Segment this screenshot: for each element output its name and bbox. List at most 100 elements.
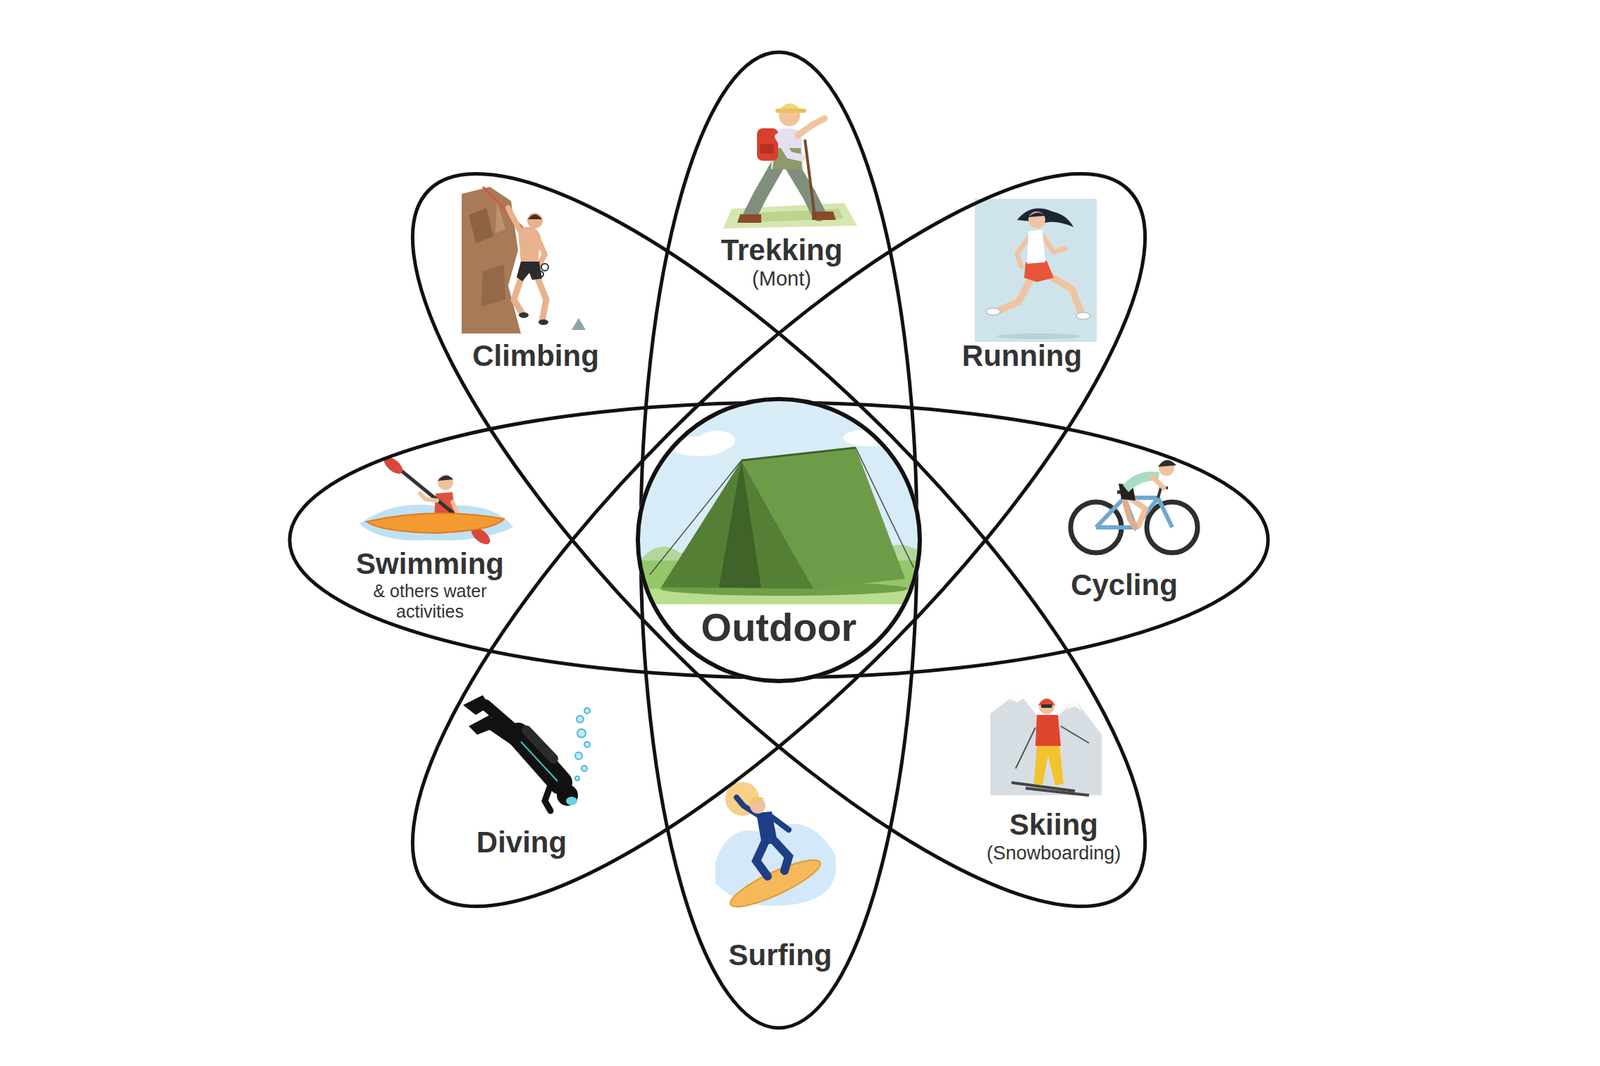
petal-title: Trekking [721,233,843,268]
climber-icon-part [518,226,541,265]
petal-title: Skiing [1009,807,1099,842]
skier-icon-part [1060,725,1089,743]
petal-title: Surfing [728,938,833,972]
kayak-icon-part [366,513,504,533]
runner-icon-part [995,333,1081,340]
skier-icon-part [1066,699,1082,711]
surfer-icon-part [774,840,789,871]
surfer-icon-part [749,796,765,805]
diver-icon-part [565,796,578,805]
skier-icon-part [1041,704,1053,708]
diver-icon-part-part [581,765,588,772]
runner-icon-part [1024,260,1054,282]
center-circle: Outdoor [635,396,922,683]
climber-icon-part [571,317,586,330]
climber-icon [461,186,586,334]
skier-icon-part [1038,698,1056,705]
climber-icon-part [468,207,494,244]
cyclist-icon-part [1124,499,1136,528]
cyclist-icon-part [1122,471,1160,492]
runner-icon-part [1042,235,1066,253]
tent-picture-part-part [698,430,736,451]
runner-icon-part [995,277,1032,312]
petal: Trekking(Mont) [721,233,843,292]
skier-icon-part [1010,692,1025,703]
skier-icon-part [1034,744,1064,786]
cyclist-icon-part [1152,476,1164,488]
runner-icon-part [974,198,1097,342]
tent-picture-part-part [718,460,762,588]
diver-icon-part-part [584,741,590,748]
runner-icon-part [1028,212,1046,218]
climber-icon-part [527,214,543,220]
petal-title: Diving [476,825,567,860]
petal: Skiing(Snowboarding) [986,807,1122,864]
cyclist-icon-part [1158,459,1177,467]
diver-icon [463,694,590,811]
surfer-icon-part [725,852,825,915]
petal: Climbing [472,339,600,373]
runner-icon-part [1045,273,1081,312]
tent-picture-part [635,396,922,605]
hiker-icon-part [749,166,777,216]
runner-icon-part [1017,208,1074,227]
hiker-icon-part [792,166,820,215]
diver-icon-part-part [576,715,584,723]
diver-icon-part-part [575,776,580,781]
surfer-icon-part [756,842,768,877]
climber-icon-part [527,212,543,229]
hiker-icon-part [775,108,807,113]
hiker-icon-part [723,202,858,229]
petal-outlines-part [320,81,1238,999]
climber-icon-part [461,186,521,334]
climber-icon-part [518,312,529,318]
hiker-icon-part [804,139,815,218]
diver-icon-part [544,780,552,811]
petal-outlines-part [320,81,1238,999]
runner-icon [974,198,1097,342]
hiker-icon-part [778,136,803,158]
cyclist-icon-part [1096,497,1173,528]
skier-icon-part [990,692,1102,796]
petal-outlines [289,52,1269,1028]
diver-icon-part-part [584,707,590,714]
circle-outline [637,398,920,681]
tent-picture [635,396,922,605]
runner-icon-part [986,308,1001,316]
hiker-icon-part [759,143,774,154]
petal: Swimming& others water activities [355,546,504,622]
climber-icon-part [537,278,547,321]
petal-title: Swimming [355,546,504,581]
petal-subtitle: & others water activities [368,580,492,622]
tent-picture-part-part [661,460,814,589]
runner-icon-part [1028,211,1046,229]
skier-icon-part [1015,727,1036,769]
petal: Running [962,339,1082,373]
petal-subtitle: (Snowboarding) [986,842,1122,865]
diver-icon-part [556,784,578,806]
kayak-icon [359,453,514,548]
diver-icon-part-part [575,752,583,760]
hiker-icon-part [737,214,762,223]
hiker-icon-part [757,128,779,161]
center-ground [635,396,922,683]
surfer-icon [715,781,836,915]
hiker-icon [723,102,858,229]
tent-picture-part-part [741,447,856,461]
skier-icon-part [1038,698,1055,715]
skier-icon-part [1025,788,1089,796]
petal: Surfing [728,938,833,972]
diver-icon-part [526,730,554,759]
kayak-icon-part [437,475,454,481]
cyclist-icon [1070,459,1198,553]
kayak-icon-part [420,493,438,501]
skier-icon [990,692,1102,796]
petal-title: Running [962,339,1082,373]
climber-icon-part [481,264,506,307]
climber-icon-part [538,319,549,325]
petal-title: Cycling [1070,568,1178,602]
diver-icon-part [520,741,558,781]
diver-icon-part [575,707,590,781]
